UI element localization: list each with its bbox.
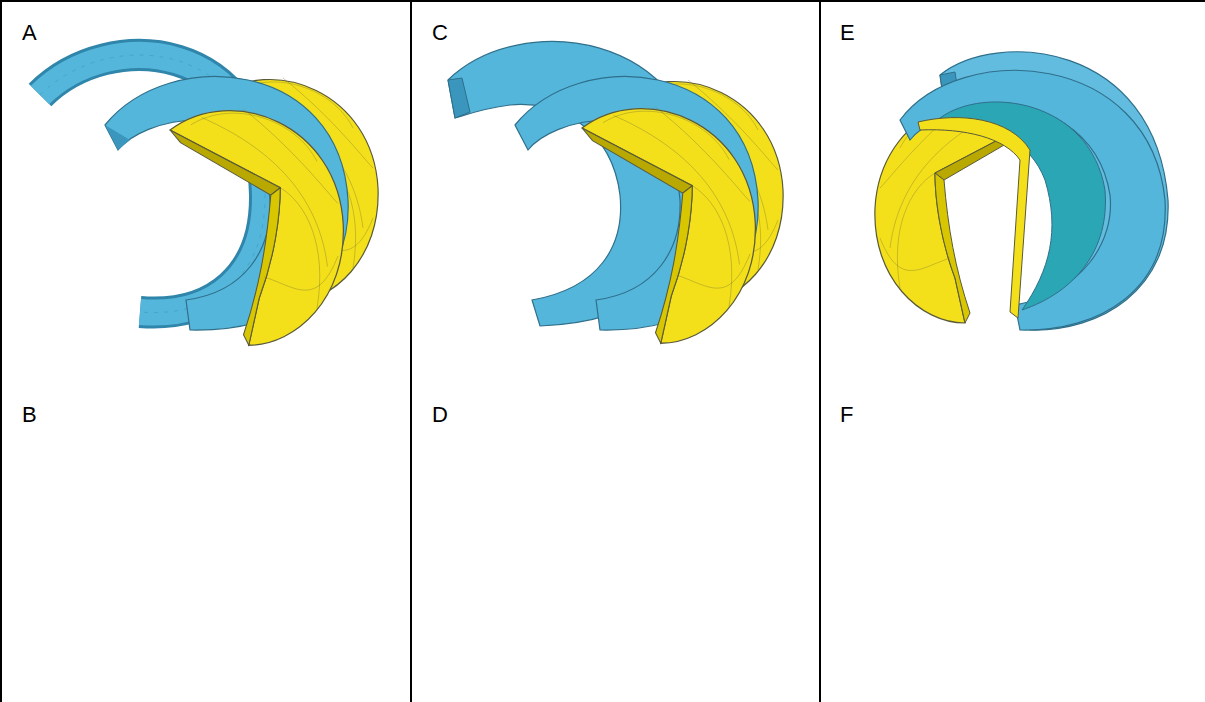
panel-letter: B [22, 404, 37, 426]
panel-letter: C [432, 22, 448, 44]
panel-letter: D [432, 404, 448, 426]
panel-letter: A [22, 22, 37, 44]
panel-letter: F [840, 404, 853, 426]
panel-letter: E [840, 22, 855, 44]
